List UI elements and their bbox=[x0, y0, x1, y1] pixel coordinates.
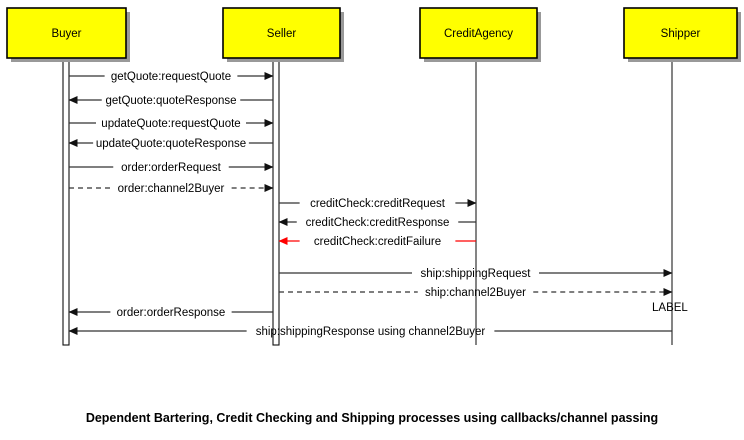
annotation-label-note: LABEL bbox=[652, 302, 688, 314]
message-label-m4: updateQuote:quoteResponse bbox=[96, 138, 246, 150]
message-m12[interactable]: order:orderResponse bbox=[68, 307, 273, 319]
message-m5[interactable]: order:orderRequest bbox=[69, 162, 274, 174]
message-label-m9: creditCheck:creditFailure bbox=[314, 236, 441, 248]
message-m13[interactable]: ship:shippingResponse using channel2Buye… bbox=[68, 326, 672, 338]
message-m11[interactable]: ship:channel2Buyer bbox=[279, 287, 673, 299]
activation-bar-seller bbox=[272, 57, 280, 346]
message-label-m8: creditCheck:creditResponse bbox=[306, 217, 450, 229]
diagram-caption: Dependent Bartering, Credit Checking and… bbox=[86, 411, 658, 425]
lifeline-seller bbox=[272, 57, 280, 346]
participant-seller[interactable]: Seller bbox=[222, 7, 344, 62]
message-m4[interactable]: updateQuote:quoteResponse bbox=[68, 138, 273, 150]
participant-label-buyer: Buyer bbox=[51, 28, 81, 40]
message-label-m2: getQuote:quoteResponse bbox=[105, 95, 236, 107]
message-label-m12: order:orderResponse bbox=[117, 307, 226, 319]
message-m7[interactable]: creditCheck:creditRequest bbox=[279, 198, 477, 210]
participant-shipper[interactable]: Shipper bbox=[623, 7, 741, 62]
message-m10[interactable]: ship:shippingRequest bbox=[279, 268, 673, 280]
message-m2[interactable]: getQuote:quoteResponse bbox=[68, 95, 273, 107]
message-label-m7: creditCheck:creditRequest bbox=[310, 198, 446, 210]
message-label-m6: order:channel2Buyer bbox=[118, 183, 225, 195]
participant-label-shipper: Shipper bbox=[661, 28, 701, 40]
message-label-m11: ship:channel2Buyer bbox=[425, 287, 526, 299]
participant-box-seller[interactable] bbox=[222, 7, 341, 59]
message-m6[interactable]: order:channel2Buyer bbox=[69, 183, 274, 195]
participant-box-creditagency[interactable] bbox=[419, 7, 538, 59]
activation-bar-buyer bbox=[62, 57, 70, 346]
messages-layer: getQuote:requestQuote getQuote:quoteRespo… bbox=[68, 71, 673, 338]
message-m1[interactable]: getQuote:requestQuote bbox=[69, 71, 274, 83]
message-m8[interactable]: creditCheck:creditResponse bbox=[278, 217, 476, 229]
participant-label-seller: Seller bbox=[267, 28, 297, 40]
participant-box-shipper[interactable] bbox=[623, 7, 738, 59]
participant-label-creditagency: CreditAgency bbox=[444, 28, 513, 40]
annotations-layer: LABEL bbox=[652, 302, 688, 314]
message-label-m10: ship:shippingRequest bbox=[421, 268, 532, 280]
lifeline-buyer bbox=[62, 57, 70, 346]
participant-buyer[interactable]: Buyer bbox=[6, 7, 130, 62]
participant-creditagency[interactable]: CreditAgency bbox=[419, 7, 541, 62]
message-m9[interactable]: creditCheck:creditFailure bbox=[278, 236, 476, 248]
message-label-m13: ship:shippingResponse using channel2Buye… bbox=[256, 326, 486, 338]
message-label-m5: order:orderRequest bbox=[121, 162, 222, 174]
participants-layer: Buyer Seller CreditAgency Shipper bbox=[6, 7, 741, 62]
message-m3[interactable]: updateQuote:requestQuote bbox=[69, 118, 274, 130]
message-label-m1: getQuote:requestQuote bbox=[111, 71, 231, 83]
message-label-m3: updateQuote:requestQuote bbox=[101, 118, 240, 130]
participant-box-buyer[interactable] bbox=[6, 7, 127, 59]
